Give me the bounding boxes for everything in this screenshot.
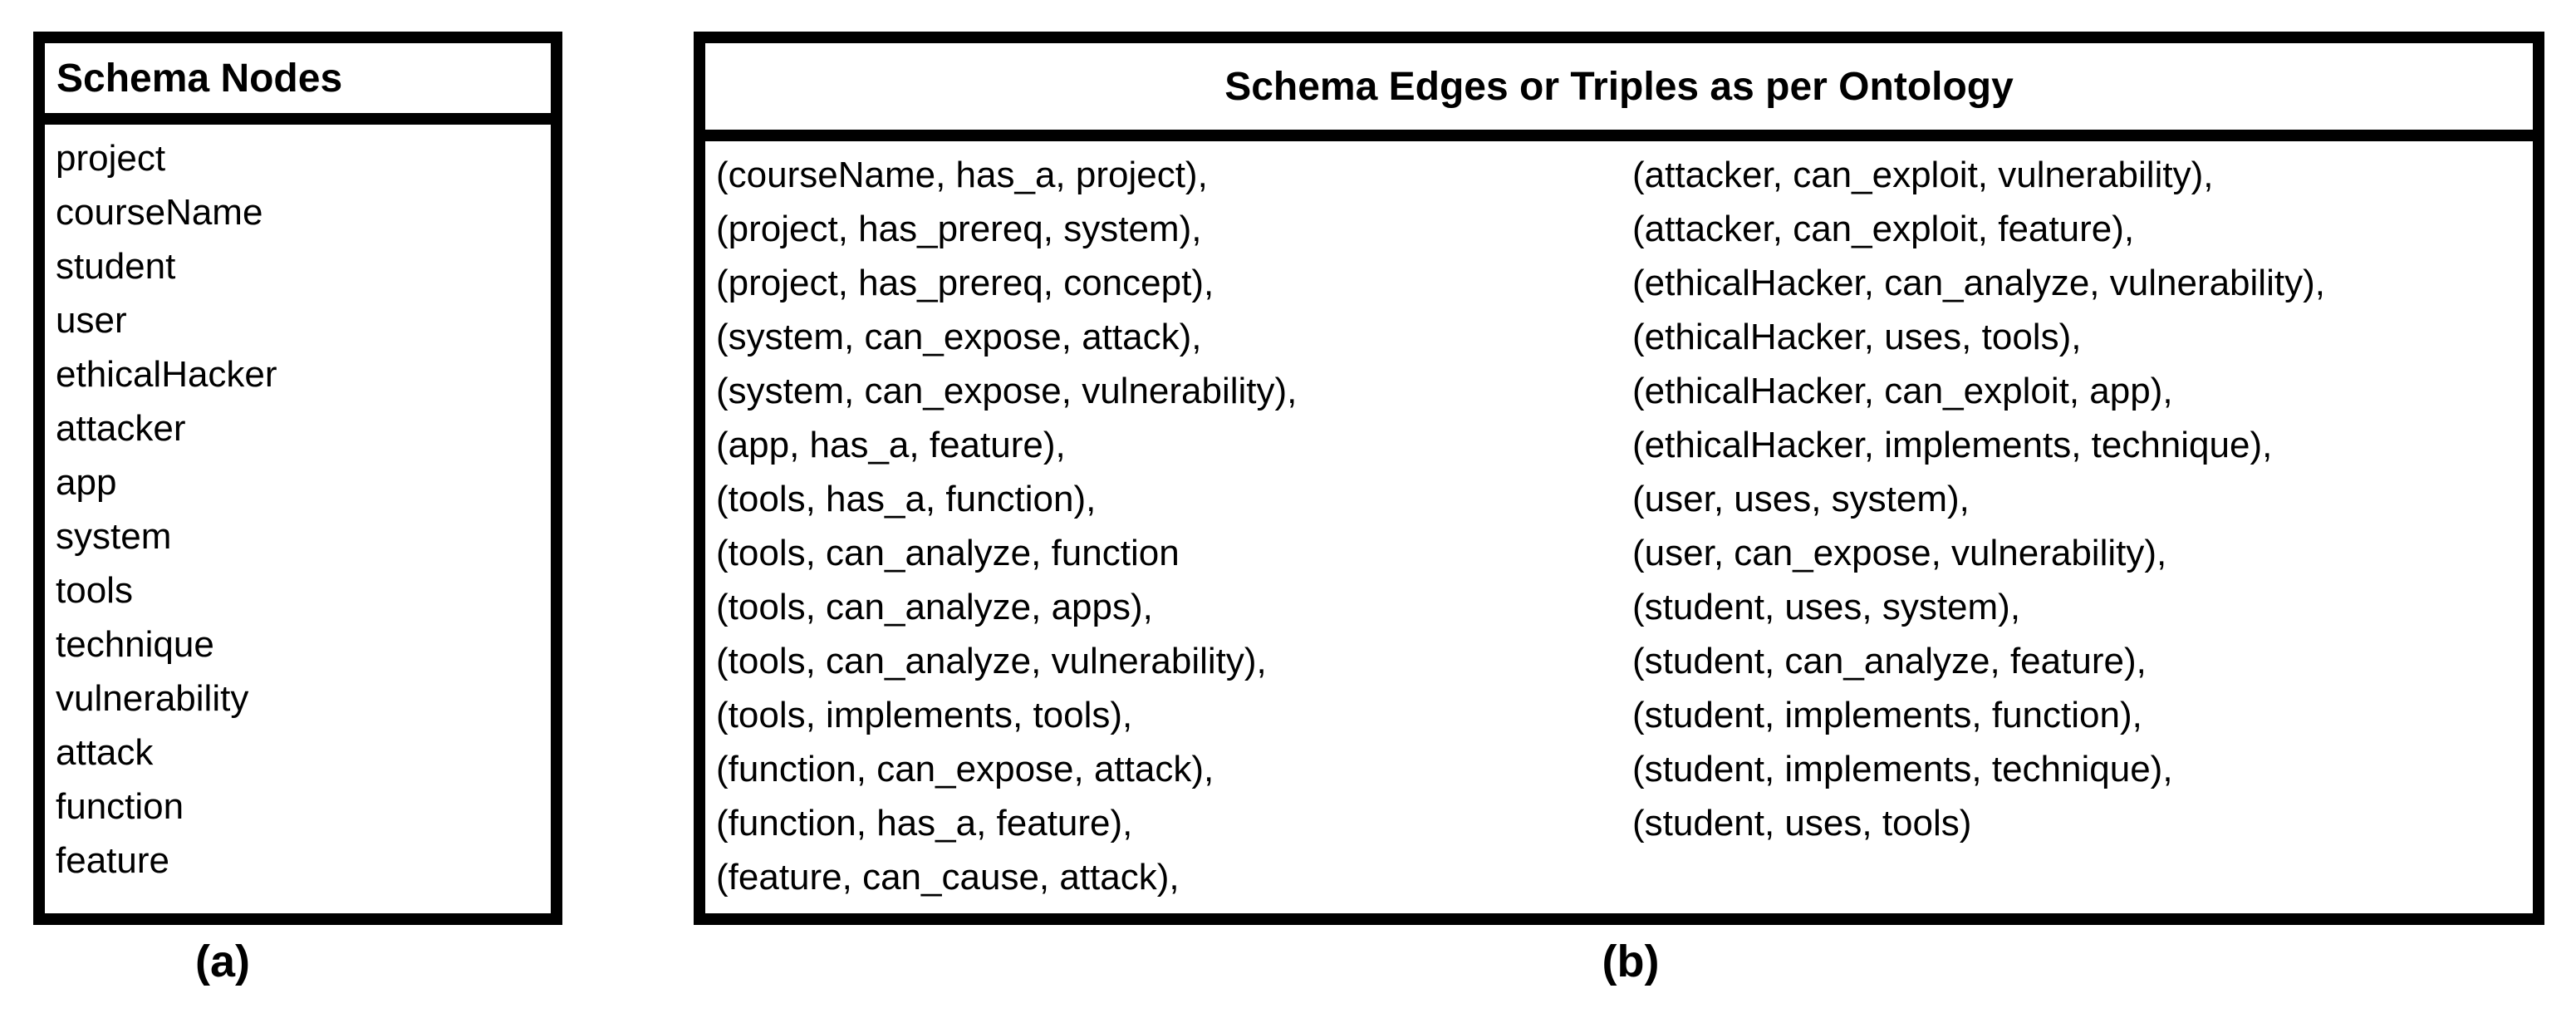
- schema-edges-table: Schema Edges or Triples as per Ontology …: [694, 32, 2544, 925]
- triple-item: (student, implements, function),: [1632, 695, 2142, 735]
- triple-item: (student, uses, system),: [1632, 587, 2021, 627]
- triple-item: (ethicalHacker, uses, tools),: [1632, 317, 2082, 357]
- triple-item: (project, has_prereq, concept),: [716, 263, 1214, 303]
- triple-item: (user, can_expose, vulnerability),: [1632, 533, 2167, 573]
- triple-item: (ethicalHacker, implements, technique),: [1632, 425, 2273, 465]
- schema-node-item: student: [56, 246, 176, 287]
- schema-node-item: courseName: [56, 192, 263, 233]
- triple-item: (project, has_prereq, system),: [716, 209, 1202, 249]
- triple-item: (system, can_expose, vulnerability),: [716, 371, 1298, 411]
- schema-node-item: attacker: [56, 408, 186, 449]
- schema-node-item: app: [56, 462, 117, 503]
- triple-item: (tools, has_a, function),: [716, 479, 1097, 519]
- caption-panel-b: (b): [1602, 937, 1660, 986]
- triple-item: (feature, can_cause, attack),: [716, 857, 1180, 898]
- triple-item: (tools, can_analyze, apps),: [716, 587, 1153, 627]
- triple-item: (student, uses, tools): [1632, 803, 1972, 843]
- triple-item: (tools, implements, tools),: [716, 695, 1133, 735]
- schema-node-item: tools: [56, 570, 133, 611]
- schema-edges-body: (courseName, has_a, project), (project, h…: [705, 141, 2533, 904]
- schema-node-item: ethicalHacker: [56, 354, 277, 395]
- schema-node-item: attack: [56, 732, 154, 773]
- schema-nodes-title: Schema Nodes: [45, 43, 551, 125]
- triple-item: (student, implements, technique),: [1632, 749, 2173, 789]
- schema-node-item: vulnerability: [56, 678, 249, 719]
- triples-column-left: (courseName, has_a, project), (project, h…: [716, 148, 1632, 904]
- schema-node-item: user: [56, 300, 127, 341]
- triple-item: (attacker, can_exploit, vulnerability),: [1632, 155, 2214, 195]
- triple-item: (function, can_expose, attack),: [716, 749, 1214, 789]
- caption-panel-a: (a): [195, 937, 250, 986]
- schema-node-item: technique: [56, 624, 214, 665]
- triple-item: (tools, can_analyze, vulnerability),: [716, 641, 1267, 681]
- triple-item: (user, uses, system),: [1632, 479, 1970, 519]
- triple-item: (function, has_a, feature),: [716, 803, 1133, 843]
- schema-node-item: system: [56, 516, 172, 557]
- schema-nodes-table: Schema Nodes project courseName student use…: [33, 32, 562, 925]
- schema-edges-title: Schema Edges or Triples as per Ontology: [705, 43, 2533, 141]
- triple-item: (courseName, has_a, project),: [716, 155, 1208, 195]
- triple-item: (student, can_analyze, feature),: [1632, 641, 2147, 681]
- triple-item: (system, can_expose, attack),: [716, 317, 1202, 357]
- triple-item: (app, has_a, feature),: [716, 425, 1066, 465]
- triple-item: (ethicalHacker, can_exploit, app),: [1632, 371, 2173, 411]
- triples-column-right: (attacker, can_exploit, vulnerability), (…: [1632, 148, 2533, 850]
- schema-node-item: project: [56, 138, 166, 179]
- triple-item: (attacker, can_exploit, feature),: [1632, 209, 2135, 249]
- triple-item: (ethicalHacker, can_analyze, vulnerabili…: [1632, 263, 2325, 303]
- schema-nodes-list: project courseName student user ethicalHacke…: [45, 125, 551, 888]
- schema-node-item: function: [56, 786, 184, 827]
- triple-item: (tools, can_analyze, function: [716, 533, 1180, 573]
- schema-node-item: feature: [56, 840, 169, 881]
